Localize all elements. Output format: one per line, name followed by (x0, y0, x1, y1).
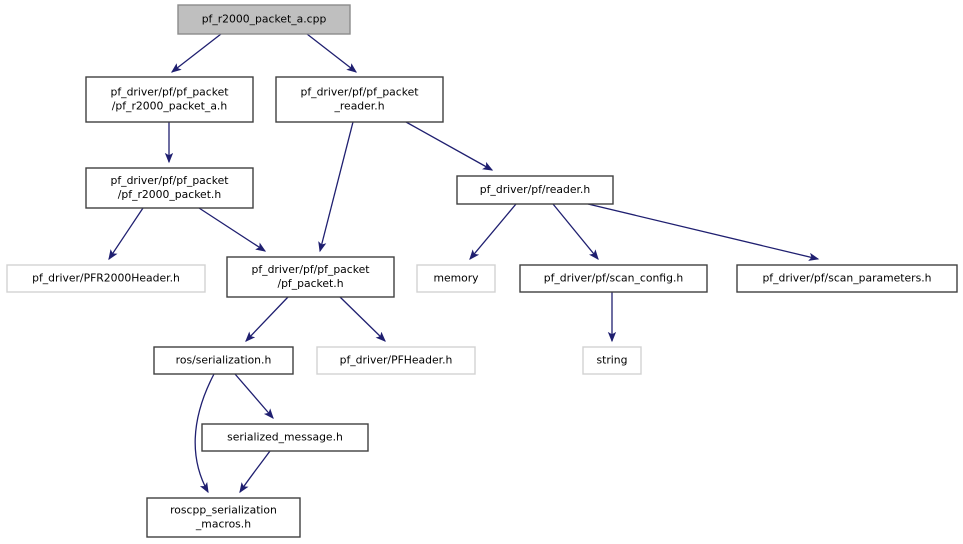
node-box-root (177, 4, 351, 35)
node-box-pf_packet_h (226, 256, 395, 298)
node-label-pf_packet_h: pf_driver/pf/pf_packet (252, 263, 370, 276)
node-label-roscpp_macros_h: _macros.h (195, 518, 251, 531)
graph-node-memory[interactable]: memory (416, 264, 496, 293)
graph-edges (108, 33, 820, 494)
graph-node-reader_h[interactable]: pf_driver/pf/reader.h (456, 175, 614, 205)
graph-node-string[interactable]: string (582, 346, 642, 375)
node-label-r2000_packet_a_h: pf_driver/pf/pf_packet (111, 86, 229, 99)
graph-node-serialized_message_h[interactable]: serialized_message.h (201, 423, 369, 452)
node-box-scan_parameters_h (736, 264, 958, 293)
graph-edge-pf_packet_reader_h-to-reader_h (405, 121, 494, 171)
node-label-r2000_packet_h: /pf_r2000_packet.h (118, 188, 221, 201)
node-label-pfheader_h: pf_driver/PFHeader.h (340, 354, 453, 367)
node-box-pfr2000header_h (6, 264, 206, 293)
node-label-string: string (597, 354, 628, 367)
graph-node-scan_parameters_h[interactable]: pf_driver/pf/scan_parameters.h (736, 264, 958, 293)
node-box-reader_h (456, 175, 614, 205)
node-box-r2000_packet_h (85, 167, 254, 209)
node-label-pf_packet_h: /pf_packet.h (277, 277, 343, 290)
graph-node-ros_serialization_h[interactable]: ros/serialization.h (153, 346, 294, 375)
graph-edge-r2000_packet_h-to-pf_packet_h (198, 207, 267, 252)
graph-edge-reader_h-to-memory (469, 203, 517, 260)
node-box-roscpp_macros_h (146, 497, 301, 538)
node-box-pfheader_h (316, 346, 476, 375)
node-label-reader_h: pf_driver/pf/reader.h (480, 183, 590, 196)
node-label-roscpp_macros_h: roscpp_serialization (170, 504, 277, 517)
graph-node-r2000_packet_a_h[interactable]: pf_driver/pf/pf_packet/pf_r2000_packet_a… (85, 76, 254, 123)
graph-edge-ros_serialization_h-to-roscpp_macros_h (194, 373, 215, 494)
graph-edge-ros_serialization_h-to-serialized_message_h (234, 373, 274, 419)
graph-edge-pf_packet_reader_h-to-pf_packet_h (318, 121, 354, 253)
node-label-scan_parameters_h: pf_driver/pf/scan_parameters.h (762, 272, 931, 285)
graph-edge-pf_packet_h-to-ros_serialization_h (245, 296, 289, 342)
node-label-pf_packet_reader_h: _reader.h (333, 100, 384, 113)
graph-node-root[interactable]: pf_r2000_packet_a.cpp (177, 4, 351, 35)
graph-node-pf_packet_reader_h[interactable]: pf_driver/pf/pf_packet_reader.h (275, 76, 444, 123)
graph-node-roscpp_macros_h[interactable]: roscpp_serialization_macros.h (146, 497, 301, 538)
node-label-serialized_message_h: serialized_message.h (227, 431, 343, 444)
graph-edge-serialized_message_h-to-roscpp_macros_h (239, 450, 271, 494)
node-label-pfr2000header_h: pf_driver/PFR2000Header.h (32, 272, 180, 285)
graph-edge-r2000_packet_h-to-pfr2000header_h (108, 207, 144, 261)
node-label-r2000_packet_h: pf_driver/pf/pf_packet (111, 174, 229, 187)
node-label-pf_packet_reader_h: pf_driver/pf/pf_packet (301, 86, 419, 99)
node-label-root: pf_r2000_packet_a.cpp (202, 13, 327, 26)
node-box-ros_serialization_h (153, 346, 294, 375)
graph-node-r2000_packet_h[interactable]: pf_driver/pf/pf_packet/pf_r2000_packet.h (85, 167, 254, 209)
graph-edge-reader_h-to-scan_parameters_h (587, 203, 820, 261)
graph-node-pfr2000header_h[interactable]: pf_driver/PFR2000Header.h (6, 264, 206, 293)
node-label-ros_serialization_h: ros/serialization.h (176, 354, 272, 367)
node-box-pf_packet_reader_h (275, 76, 444, 123)
node-box-memory (416, 264, 496, 293)
graph-edge-root-to-r2000_packet_a_h (170, 33, 222, 73)
node-label-r2000_packet_a_h: /pf_r2000_packet_a.h (112, 100, 227, 113)
graph-node-scan_config_h[interactable]: pf_driver/pf/scan_config.h (519, 264, 708, 293)
graph-nodes: pf_r2000_packet_a.cpp pf_driver/pf/pf_pac… (6, 4, 958, 538)
node-box-serialized_message_h (201, 423, 369, 452)
graph-edge-root-to-pf_packet_reader_h (306, 33, 358, 73)
node-box-r2000_packet_a_h (85, 76, 254, 123)
graph-node-pfheader_h[interactable]: pf_driver/PFHeader.h (316, 346, 476, 375)
node-box-string (582, 346, 642, 375)
node-label-memory: memory (433, 272, 479, 285)
graph-node-pf_packet_h[interactable]: pf_driver/pf/pf_packet/pf_packet.h (226, 256, 395, 298)
graph-edge-pf_packet_h-to-pfheader_h (339, 296, 386, 342)
graph-edge-reader_h-to-scan_config_h (552, 203, 599, 261)
node-label-scan_config_h: pf_driver/pf/scan_config.h (544, 272, 683, 285)
node-box-scan_config_h (519, 264, 708, 293)
